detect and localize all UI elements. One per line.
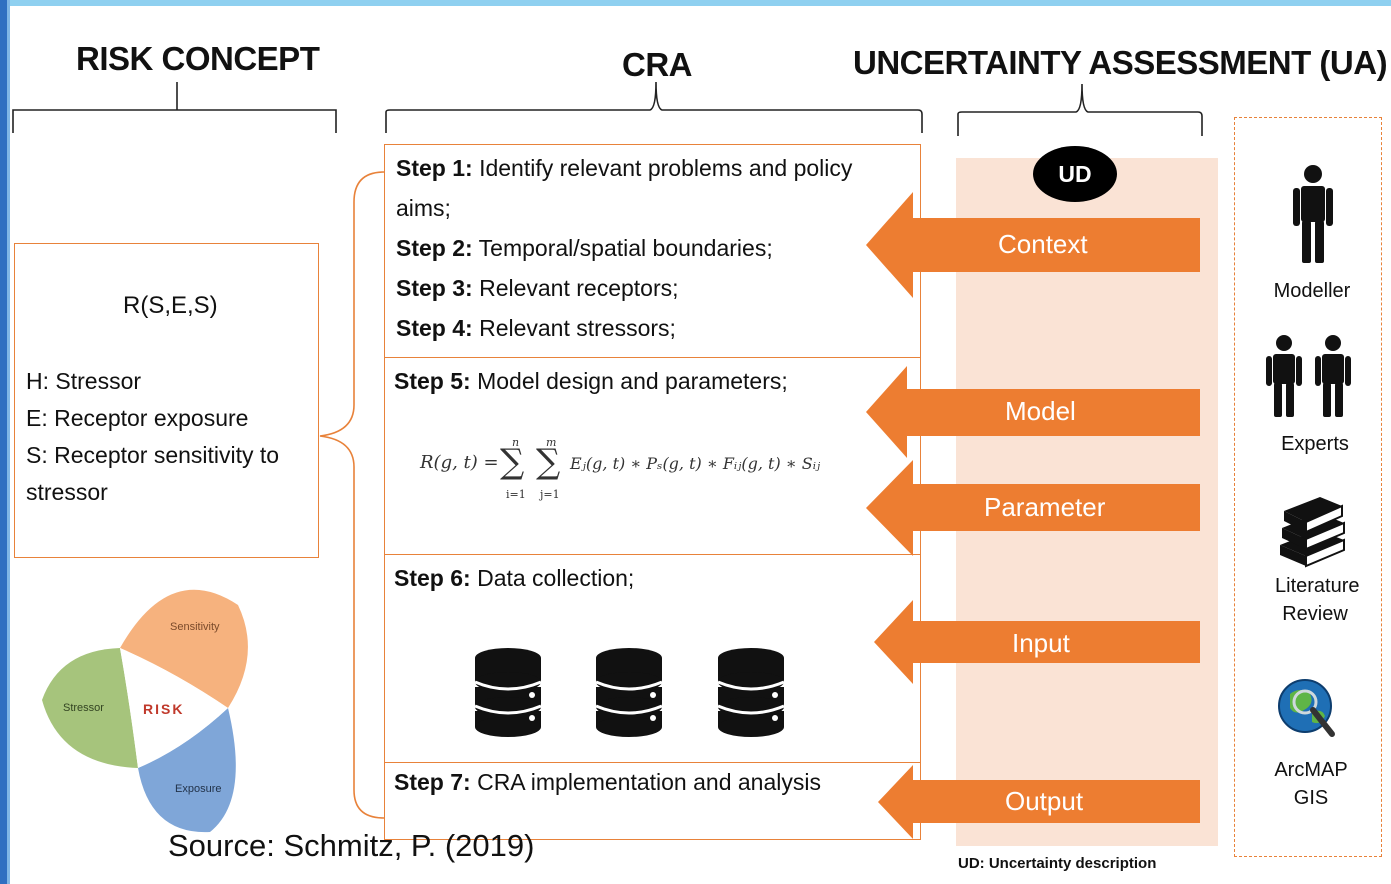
knowledge-sources-box [1234, 117, 1382, 857]
parameter-arrow [866, 460, 1200, 556]
sum2-sigma: ∑ [536, 442, 561, 482]
step-2: Step 2: Temporal/spatial boundaries; [396, 235, 773, 261]
steps-1-4-box [384, 144, 921, 358]
context-arrow [866, 192, 1200, 298]
output-arrow-label: Output [1005, 786, 1084, 816]
step-4: Step 4: Relevant stressors; [396, 315, 676, 341]
globe-magnifier-icon [1278, 679, 1335, 737]
output-arrow [878, 765, 1200, 839]
venn-sensitivity-label: Sensitivity [170, 621, 220, 633]
sum1-top: n [512, 436, 520, 449]
step-5: Step 5: Model design and parameters; [394, 368, 788, 394]
risk-s-line-cont: stressor [26, 479, 108, 505]
input-arrow [874, 600, 1200, 684]
step-7: Step 7: CRA implementation and analysis [394, 769, 821, 795]
sensitivity-petal [120, 589, 248, 708]
database-icon [717, 648, 785, 737]
sum1-sigma: ∑ [500, 442, 525, 482]
step-6: Step 6: Data collection; [394, 565, 635, 591]
equation-lhs: R(g, t) = [420, 452, 499, 473]
source-label-arcmap: ArcMAP GIS [1274, 759, 1348, 809]
risk-e-line: E: Receptor exposure [26, 405, 249, 431]
risk-definition-box: R(S,E,S) H: Stressor E: Receptor exposur… [14, 243, 319, 558]
source-label-experts: Experts [1281, 433, 1349, 455]
context-arrow-label: Context [998, 229, 1088, 259]
left-accent-bar [0, 0, 7, 884]
source-credit: Source: Schmitz, P. (2019) [168, 828, 535, 863]
step-3: Step 3: Relevant receptors; [396, 275, 679, 301]
source-label-modeller: Modeller [1273, 280, 1351, 302]
header-risk-concept: RISK CONCEPT [76, 40, 320, 77]
ud-badge: UD [1033, 146, 1117, 202]
ud-footnote: UD: Uncertainty description [958, 855, 1157, 872]
database-icon [474, 648, 542, 737]
header-cra: CRA [622, 46, 693, 83]
venn-exposure-label: Exposure [175, 783, 222, 795]
stressor-petal [42, 648, 138, 768]
left-accent-bar-light [7, 0, 10, 884]
parameter-arrow-label: Parameter [984, 492, 1106, 522]
model-arrow-label: Model [1005, 396, 1076, 426]
step-1: Step 1: Identify relevant problems and p… [396, 155, 853, 181]
step-7-box [384, 762, 921, 840]
risk-h-line: H: Stressor [26, 368, 142, 394]
step-5-box [384, 357, 921, 555]
person-icon [1293, 165, 1333, 263]
database-icon [595, 648, 663, 737]
source-label-literature: Literature Review [1275, 575, 1360, 625]
venn-risk-label: RISK [143, 701, 185, 717]
risk-center [120, 648, 228, 768]
sum1-bottom: i=1 [506, 488, 526, 501]
sum2-bottom: j=1 [540, 488, 560, 501]
step-1-cont: aims; [396, 195, 451, 221]
top-accent-bar [0, 0, 1391, 6]
model-arrow [866, 366, 1200, 458]
venn-stressor-label: Stressor [63, 702, 104, 714]
sum2-top: m [546, 436, 557, 449]
exposure-petal [138, 708, 236, 833]
input-arrow-label: Input [1012, 628, 1070, 658]
risk-formula: R(S,E,S) [123, 292, 218, 319]
header-ua: UNCERTAINTY ASSESSMENT (UA) [853, 44, 1388, 81]
equation-rhs: Eⱼ(g, t) ∗ Pₛ(g, t) ∗ Fᵢⱼ(g, t) ∗ Sᵢⱼ [570, 454, 821, 473]
people-icon [1266, 335, 1351, 417]
books-icon [1280, 497, 1345, 568]
risk-s-line: S: Receptor sensitivity to [26, 442, 280, 468]
